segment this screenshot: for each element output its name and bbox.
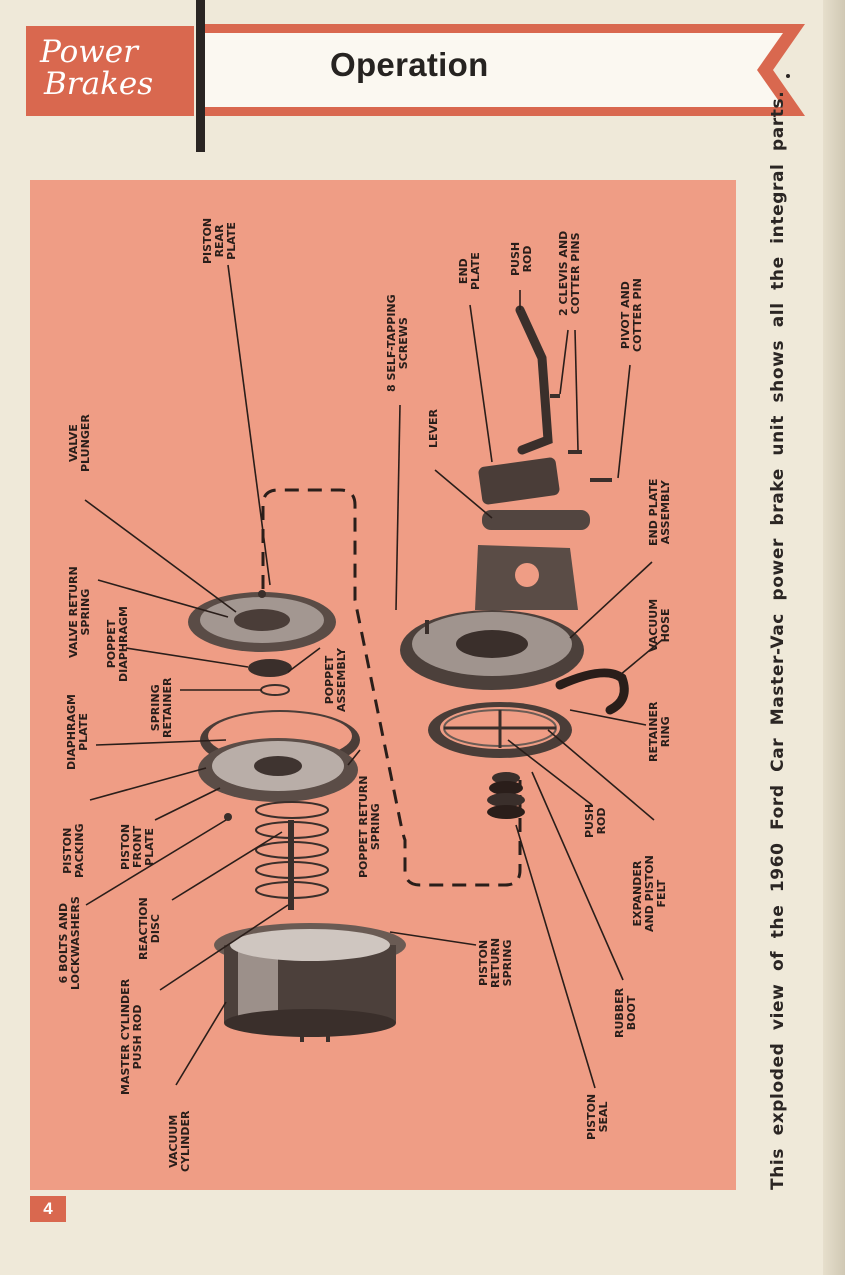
figure-caption: This exploded view of the 1960 Ford Car …: [768, 90, 788, 1190]
logo-line-1: Power: [40, 34, 138, 70]
page-number: 4: [30, 1196, 66, 1222]
master-cylinder-push-rod-part: [288, 820, 294, 910]
header-divider: [196, 0, 205, 152]
spring-retainer-part: [260, 684, 290, 696]
page-title: Operation: [330, 46, 489, 83]
logo-line-2: Brakes: [44, 66, 154, 102]
logo-text: Power Brakes: [40, 36, 153, 100]
cotter-pins-part: [425, 394, 612, 634]
vacuum-hose-part: [555, 668, 629, 715]
piston-front-plate-part: [198, 738, 358, 802]
poppet-diaphragm-part: [248, 659, 292, 677]
push-rod-part: [515, 305, 553, 455]
section-logo: Power Brakes: [26, 26, 194, 116]
vacuum-cylinder-part: [214, 923, 406, 1042]
end-plate-assembly-part: [400, 610, 584, 690]
exploded-view-drawing: [84, 264, 663, 1089]
leader-lines: [84, 264, 663, 1089]
rubber-boot-part: [487, 772, 525, 819]
label-lever: LEVER: [427, 408, 440, 448]
retainer-ring-part: [428, 702, 572, 758]
end-plate-part: [478, 457, 560, 505]
dashed-group-outline: [261, 488, 522, 887]
piston-rear-plate-part: [188, 590, 336, 652]
title-banner: [205, 24, 805, 116]
page-edge: [823, 0, 845, 1275]
lever-part: [482, 510, 590, 530]
